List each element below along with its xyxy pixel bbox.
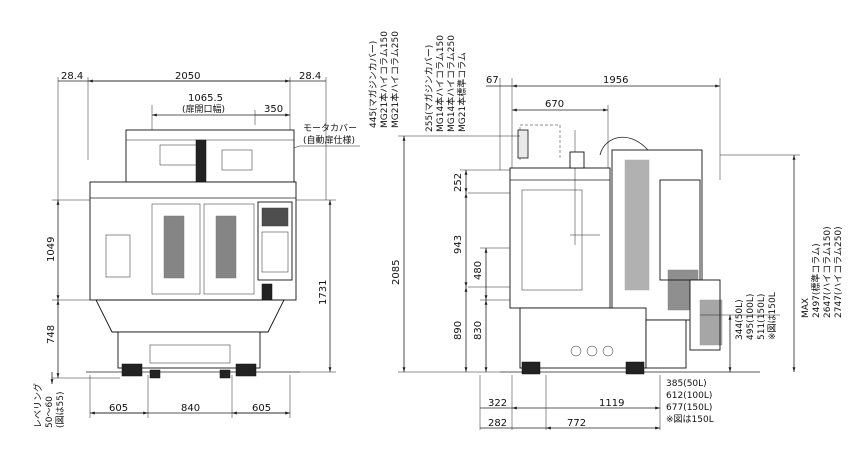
side-lower-inner-height-dim: 830 — [473, 321, 484, 340]
front-left-margin-dim: 28.4 — [61, 71, 83, 82]
max-note-line4: 2747(ハイコラム250) — [833, 226, 844, 318]
front-bottom-left-dim: 605 — [109, 403, 128, 414]
side-bottom-row2-right-dim: 772 — [567, 418, 586, 429]
leveling-range: 50〜60 — [45, 396, 55, 428]
magazine-note-1-line2: MG21本ハイコラム150 — [378, 31, 390, 128]
window-grid-right — [215, 215, 237, 279]
column-note-line4: ※図は150L — [767, 292, 778, 340]
magazine-note-2-line4: MG21本標準コラム — [456, 52, 468, 132]
motor-cover-label: モータカバー — [303, 123, 357, 134]
stroke-note-line2: 612(100L) — [666, 391, 712, 401]
magazine-note-2-line1: 255(マガジンカバー) — [424, 45, 435, 132]
side-middle-height-dim: 943 — [453, 235, 464, 254]
front-bottom-center-dim: 840 — [181, 403, 200, 414]
front-lower-height-dim: 748 — [46, 325, 57, 344]
side-cabinet — [599, 136, 723, 351]
front-right-margin-dim: 28.4 — [299, 71, 321, 82]
door-opening-caption: (扉開口幅) — [182, 103, 225, 115]
stroke-note-line3: 677(150L) — [666, 403, 712, 413]
max-note-line1: MAX — [801, 298, 811, 318]
leveling-label: レベリング — [32, 383, 44, 428]
front-right-offset-dim: 350 — [264, 104, 283, 115]
max-note-line2: 2497(標準コラム) — [810, 243, 822, 318]
side-total-height-dim: 2085 — [391, 260, 402, 285]
front-view: 28.4 2050 28.4 1065.5 (扉開口幅) 350 モータカバー … — [32, 71, 360, 428]
leveling-note: (図は55) — [55, 392, 66, 428]
column-note-line3: 511(150L) — [757, 294, 767, 340]
stroke-note-line1: 385(50L) — [666, 379, 707, 389]
magazine-note-1-line1: 445(マガジンカバー) — [368, 41, 379, 128]
front-upper-height-dim: 1049 — [46, 237, 57, 262]
max-note-line3: 2647(ハイコラム150) — [822, 226, 833, 318]
front-right-height-dim: 1731 — [318, 280, 329, 305]
side-lower-height-dim: 890 — [453, 321, 464, 340]
column-note-line2: 495(100L) — [746, 294, 756, 340]
column-note-line1: 344(50L) — [735, 299, 745, 340]
side-left-offset-dim: 67 — [486, 75, 499, 86]
front-total-width-dim: 2050 — [175, 71, 200, 82]
side-bottom-row2-left-dim: 282 — [488, 418, 507, 429]
magazine-note-1-line3: MG21本ハイコラム250 — [389, 31, 401, 128]
magazine-note-2-line2: MG14本ハイコラム150 — [434, 35, 446, 132]
side-bottom-row1-right-dim: 1119 — [599, 398, 624, 409]
motor-cover-sublabel: (自動扉仕様) — [303, 134, 355, 146]
front-bottom-right-dim: 605 — [252, 403, 271, 414]
side-inner-width-dim: 670 — [545, 99, 564, 110]
side-bottom-row1-left-dim: 322 — [488, 398, 507, 409]
side-total-width-dim: 1956 — [603, 75, 628, 86]
door-opening-dim: 1065.5 — [188, 93, 223, 104]
side-inner-height-dim: 480 — [473, 261, 484, 280]
side-top-height-dim: 252 — [453, 173, 464, 192]
magazine-note-2-line3: MG14本ハイコラム250 — [445, 35, 457, 132]
stroke-note-line4: ※図は150L — [666, 414, 714, 425]
side-view: 445(マガジンカバー) MG21本ハイコラム150 MG21本ハイコラム250… — [368, 31, 844, 430]
window-grid-left — [163, 215, 185, 279]
